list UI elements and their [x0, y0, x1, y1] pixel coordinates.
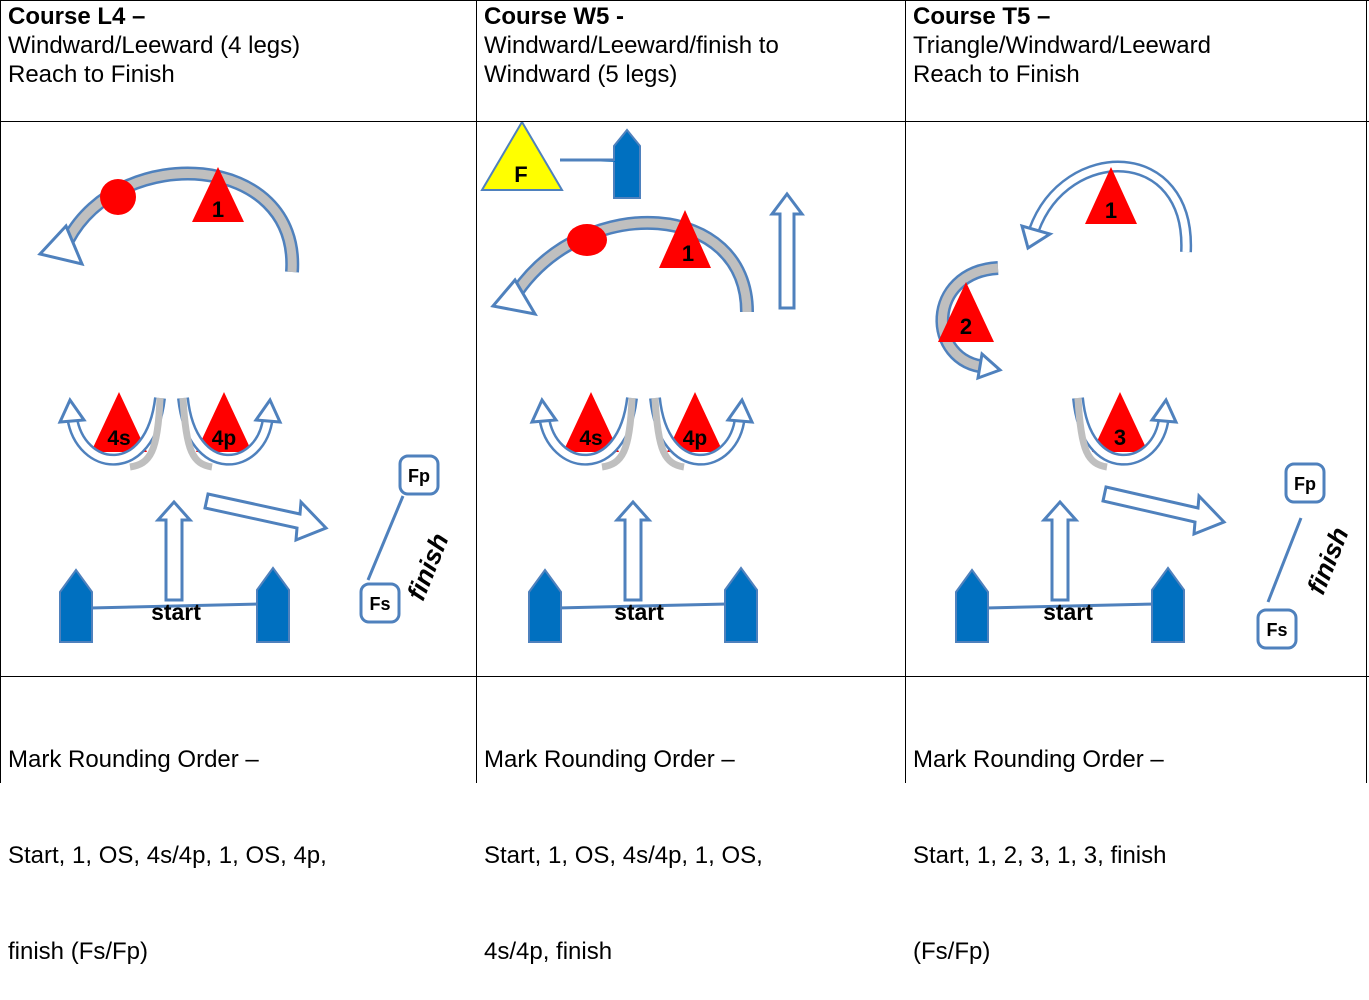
finish-pin-fs — [1256, 608, 1298, 650]
upwind-arrow — [1040, 499, 1080, 602]
mark-1: 1 — [1085, 167, 1137, 224]
mark-4p-label: 4p — [212, 427, 237, 450]
reach-arrow — [1101, 485, 1227, 537]
upwind-arrow — [613, 499, 653, 602]
mark-2-rounding-arrow — [935, 261, 1003, 381]
mark-4s-label: 4s — [579, 427, 602, 450]
upwind-finish-arrow — [769, 191, 805, 310]
course-t5-footer: Mark Rounding Order – Start, 1, 2, 3, 1,… — [913, 680, 1166, 1000]
offset-mark — [567, 224, 607, 256]
finish-label: finish — [401, 529, 455, 605]
course-w5-subtitle-1: Windward/Leeward/finish to — [484, 32, 779, 59]
start-line — [985, 602, 1157, 610]
course-t5-footer-line-2: Start, 1, 2, 3, 1, 3, finish — [913, 842, 1167, 869]
reach-arrow — [203, 492, 329, 543]
finish-pin-fs — [359, 582, 401, 624]
finish-boat — [560, 128, 641, 199]
finish-pin-fp — [1284, 462, 1326, 504]
mark-1: 1 — [659, 210, 711, 268]
top-rounding-arrow — [490, 215, 754, 317]
course-l4-title: Course L4 – — [8, 3, 146, 30]
mark-4s-label: 4s — [107, 427, 130, 450]
course-l4-footer: Mark Rounding Order – Start, 1, OS, 4s/4… — [8, 680, 327, 1000]
course-t5-title: Course T5 – — [913, 3, 1051, 30]
start-label: start — [1043, 599, 1093, 625]
course-w5-footer-line-2: Start, 1, OS, 4s/4p, 1, OS, — [484, 842, 763, 869]
top-rounding-arrow — [1019, 160, 1193, 253]
course-l4-footer-line-2: Start, 1, OS, 4s/4p, 1, OS, 4p, — [8, 842, 327, 869]
course-t5-header: Course T5 – Triangle/Windward/Leeward Re… — [913, 2, 1211, 89]
mark-2: 2 — [938, 282, 994, 342]
start-label: start — [151, 599, 201, 625]
gate-4p: 4p — [667, 392, 723, 452]
start-line — [556, 602, 728, 610]
mark-1-label: 1 — [212, 197, 224, 222]
table-border-left — [0, 0, 1, 783]
course-t5-subtitle-2: Reach to Finish — [913, 61, 1080, 88]
gate-rounding-arrows — [57, 396, 283, 471]
course-w5-footer-line-3: 4s/4p, finish — [484, 938, 613, 965]
header-row-divider — [0, 121, 1369, 122]
gate-4s: 4s — [563, 392, 619, 452]
finish-line — [1266, 517, 1303, 603]
gate-4s: 4s — [91, 392, 147, 452]
finish-mark-f: F — [480, 122, 564, 191]
course-t5-footer-line-1: Mark Rounding Order – — [913, 746, 1164, 773]
fp-label: Fp — [408, 466, 430, 486]
course-t5-subtitle-1: Triangle/Windward/Leeward — [913, 32, 1211, 59]
mark-3: 3 — [1092, 392, 1148, 452]
start-line — [89, 602, 261, 610]
upwind-arrow — [154, 499, 194, 602]
start-boat-right — [1151, 566, 1185, 643]
start-boat-right — [724, 566, 758, 643]
course-l4-footer-line-1: Mark Rounding Order – — [8, 746, 259, 773]
finish-label: finish — [1301, 523, 1355, 599]
column-divider-2 — [905, 0, 906, 783]
course-w5-subtitle-2: Windward (5 legs) — [484, 61, 678, 88]
start-label: start — [614, 599, 664, 625]
course-l4-subtitle-1: Windward/Leeward (4 legs) — [8, 32, 301, 59]
start-boat-left — [59, 568, 93, 643]
course-w5-header: Course W5 - Windward/Leeward/finish to W… — [484, 2, 779, 89]
finish-pin-fp — [398, 454, 440, 496]
course-t5-footer-line-3: (Fs/Fp) — [913, 938, 991, 965]
start-boat-left — [528, 568, 562, 643]
mark-3-rounding-arrow — [1072, 396, 1179, 471]
offset-mark — [100, 179, 136, 215]
course-w5-footer: Mark Rounding Order – Start, 1, OS, 4s/4… — [484, 680, 763, 1000]
course-table — [0, 0, 1369, 783]
mark-3-label: 3 — [1114, 425, 1126, 450]
table-border-top — [0, 0, 1369, 1]
mark-2-label: 2 — [960, 314, 972, 339]
course-w5-diagram: F 1 4s 4p start — [480, 122, 805, 643]
fs-label: Fs — [1266, 620, 1287, 640]
fp-label: Fp — [1294, 474, 1316, 494]
top-rounding-arrow — [37, 166, 300, 273]
mark-1-label: 1 — [1105, 198, 1117, 223]
course-l4-header: Course L4 – Windward/Leeward (4 legs) Re… — [8, 2, 300, 89]
gate-4p: 4p — [196, 392, 252, 452]
mark-4p-label: 4p — [683, 427, 708, 450]
mark-1-label: 1 — [682, 241, 694, 266]
course-l4-diagram: 1 4s 4p start Fp Fs finish — [37, 166, 455, 643]
start-boat-right — [256, 566, 290, 643]
course-w5-footer-line-1: Mark Rounding Order – — [484, 746, 735, 773]
fs-label: Fs — [369, 594, 390, 614]
finish-line — [366, 495, 405, 581]
course-w5-title: Course W5 - — [484, 3, 625, 30]
gate-rounding-arrows — [529, 396, 755, 471]
course-l4-footer-line-3: finish (Fs/Fp) — [8, 938, 149, 965]
table-border-right — [1366, 0, 1367, 783]
mark-1: 1 — [192, 167, 244, 222]
footer-row-divider — [0, 676, 1369, 677]
course-l4-subtitle-2: Reach to Finish — [8, 61, 175, 88]
column-divider-1 — [476, 0, 477, 783]
mark-f-label: F — [514, 162, 527, 187]
course-t5-diagram: 1 2 3 start Fp Fs finish — [935, 160, 1355, 650]
start-boat-left — [955, 568, 989, 643]
